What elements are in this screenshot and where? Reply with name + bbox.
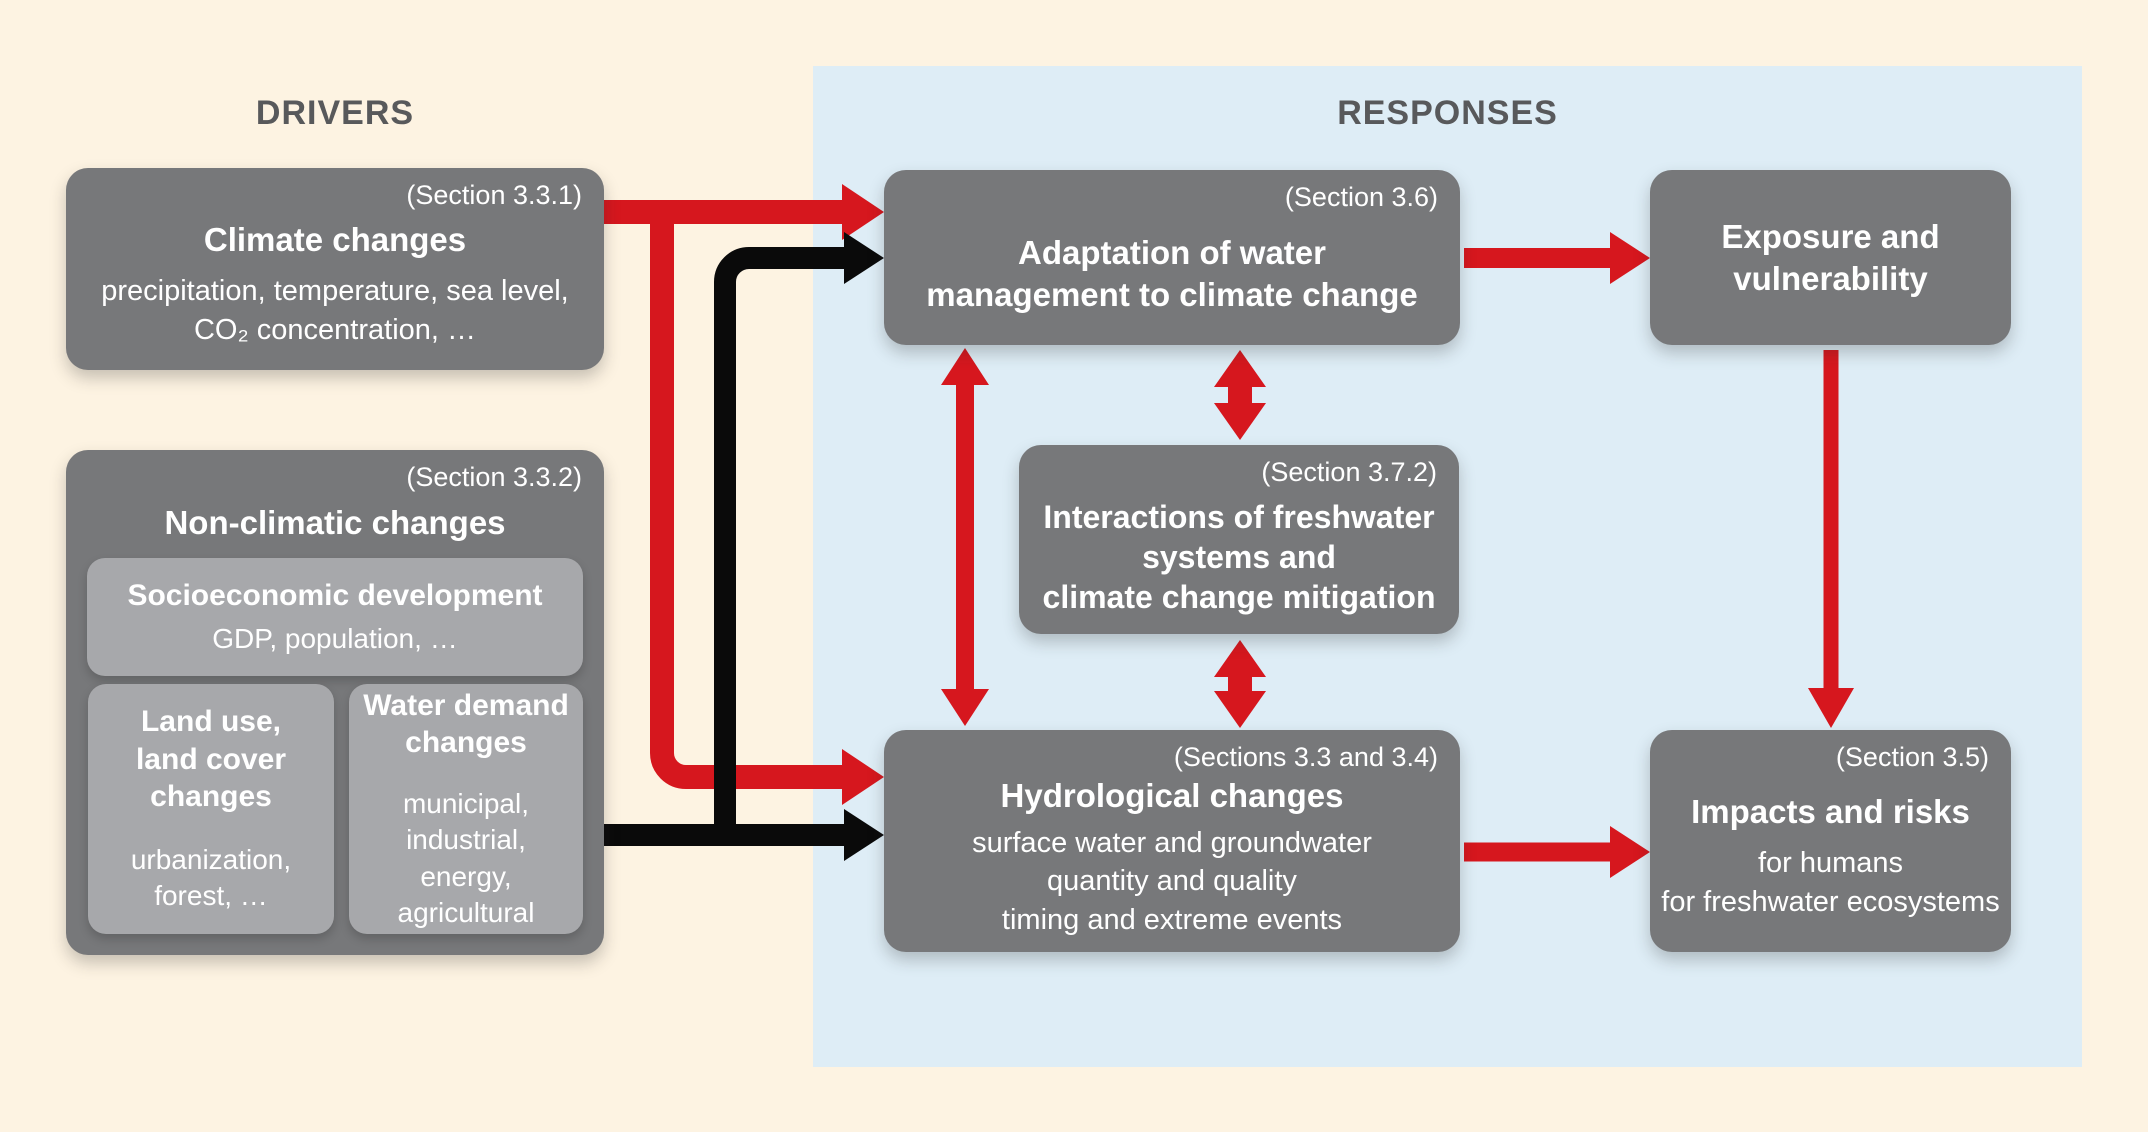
subbox-title: Water demand changes xyxy=(363,688,569,760)
exposure-vulnerability-box: Exposure and vulnerability xyxy=(1650,170,2011,345)
box-title: Adaptation of water management to climat… xyxy=(926,234,1418,313)
subbox-title: Land use, land cover changes xyxy=(135,705,287,814)
section-label: (Section 3.3.1) xyxy=(406,180,582,210)
box-title: Climate changes xyxy=(203,221,467,259)
socioeconomic-development-box: Socioeconomic development GDP, populatio… xyxy=(87,558,583,676)
box-body: surface water and groundwater quantity a… xyxy=(972,827,1372,936)
section-label: (Section 3.3.2) xyxy=(406,462,582,492)
subbox-title: Socioeconomic development xyxy=(127,579,543,613)
water-demand-box: Water demand changes municipal, industri… xyxy=(349,684,583,934)
section-label: (Section 3.7.2) xyxy=(1261,457,1437,487)
subbox-body: urbanization, forest, … xyxy=(130,843,292,912)
subbox-body: municipal, industrial, energy, agricultu… xyxy=(397,787,535,928)
section-label: (Section 3.5) xyxy=(1835,742,1989,772)
box-title: Non-climatic changes xyxy=(164,504,506,541)
box-title: Interactions of freshwater systems and c… xyxy=(1042,498,1436,615)
land-use-box: Land use, land cover changes urbanizatio… xyxy=(88,684,334,934)
box-body: for humans for freshwater ecosystems xyxy=(1661,847,2000,918)
section-label: (Sections 3.3 and 3.4) xyxy=(1173,742,1438,772)
section-label: (Section 3.6) xyxy=(1284,182,1438,212)
non-climatic-changes-box: (Section 3.3.2) Non-climatic changes Soc… xyxy=(66,450,604,955)
box-title: Exposure and vulnerability xyxy=(1721,218,1940,297)
drivers-header: DRIVERS xyxy=(255,94,415,132)
responses-header: RESPONSES xyxy=(1337,94,1558,132)
box-body: precipitation, temperature, sea level, C… xyxy=(101,275,569,346)
adaptation-box: (Section 3.6) Adaptation of water manage… xyxy=(884,170,1460,345)
impacts-risks-box: (Section 3.5) Impacts and risks for huma… xyxy=(1650,730,2011,952)
hydrological-changes-box: (Sections 3.3 and 3.4) Hydrological chan… xyxy=(884,730,1460,952)
subbox-body: GDP, population, … xyxy=(212,622,458,654)
box-title: Impacts and risks xyxy=(1691,793,1970,831)
climate-changes-box: (Section 3.3.1) Climate changes precipit… xyxy=(66,168,604,370)
box-title: Hydrological changes xyxy=(1000,776,1344,814)
interactions-box: (Section 3.7.2) Interactions of freshwat… xyxy=(1019,445,1459,634)
